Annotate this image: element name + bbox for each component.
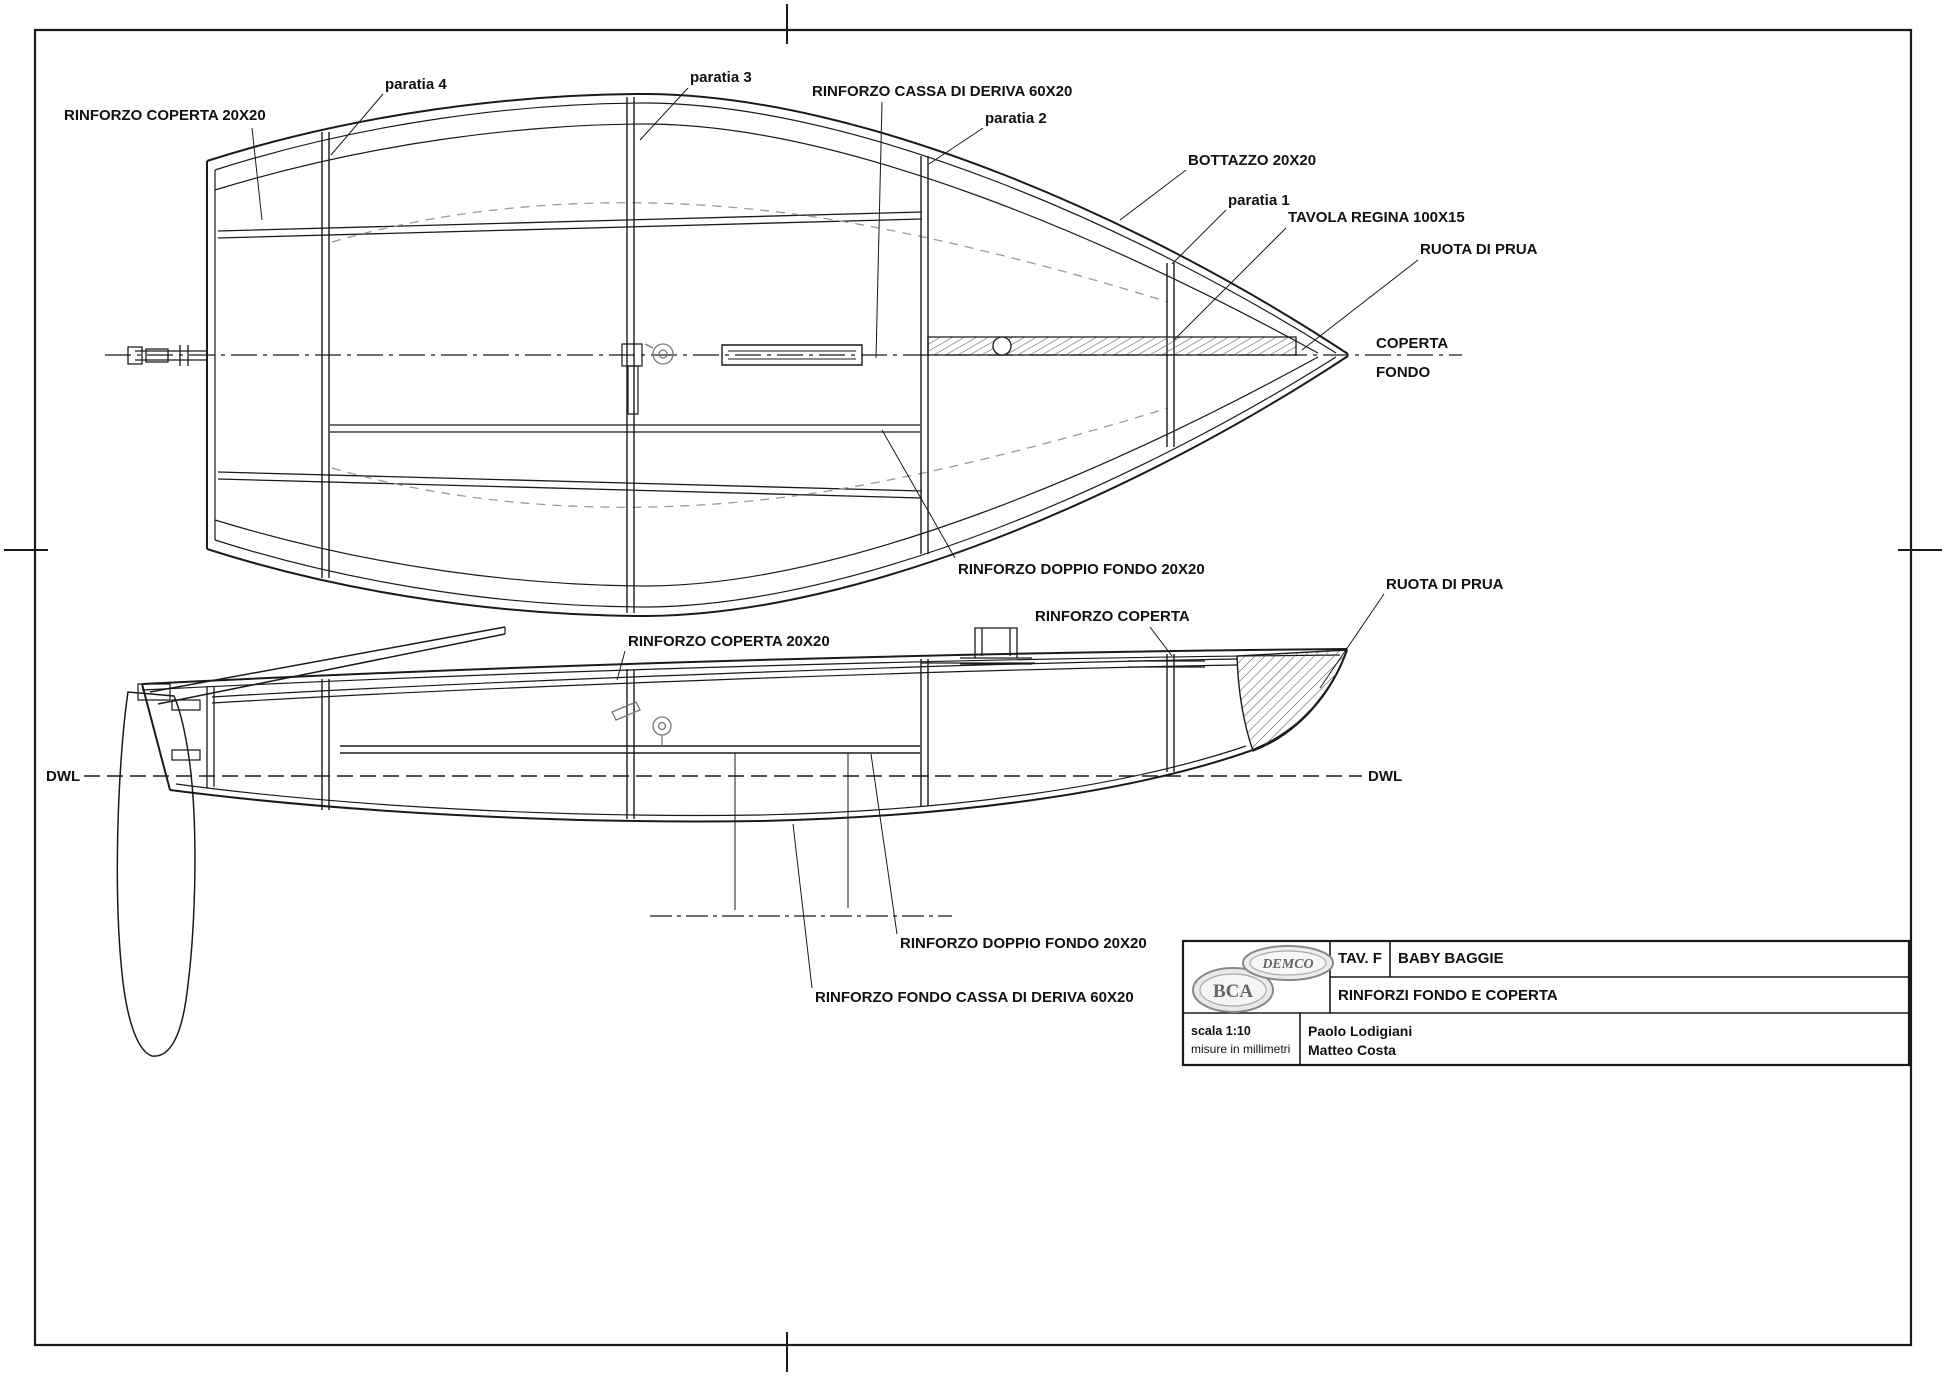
label-rinforzo-coperta-plan: RINFORZO COPERTA 20X20	[64, 107, 266, 124]
tiller	[150, 627, 505, 692]
leader-line	[929, 128, 983, 164]
profile-leader-lines	[617, 594, 1384, 988]
label-rinforzo-coperta-20x20-profile: RINFORZO COPERTA 20X20	[628, 633, 830, 650]
sheet-title: RINFORZI FONDO E COPERTA	[1338, 987, 1558, 1004]
king-plank	[928, 337, 1296, 355]
leader-line	[882, 430, 955, 558]
profile-double-bottom	[340, 746, 920, 753]
bca-logo-text: BCA	[1213, 981, 1253, 1002]
leader-line	[1302, 260, 1418, 350]
mast-partner-block	[960, 628, 1032, 664]
label-ruota-di-prua-plan: RUOTA DI PRUA	[1420, 241, 1538, 258]
plan-labels: RINFORZO COPERTA 20X20 paratia 4 paratia…	[64, 69, 1538, 578]
scale-note: scala 1:10	[1191, 1024, 1251, 1038]
leader-line	[1172, 210, 1226, 264]
label-rinforzo-doppio-fondo-profile: RINFORZO DOPPIO FONDO 20X20	[900, 935, 1147, 952]
label-bottazzo: BOTTAZZO 20X20	[1188, 152, 1316, 169]
label-rinforzo-coperta-profile: RINFORZO COPERTA	[1035, 608, 1190, 625]
label-paratia-1: paratia 1	[1228, 192, 1290, 209]
label-paratia-2: paratia 2	[985, 110, 1047, 127]
leader-line	[793, 824, 812, 988]
king-plank-hole	[993, 337, 1011, 355]
label-ruota-di-prua-profile: RUOTA DI PRUA	[1386, 576, 1504, 593]
bca-logo: BCA	[1193, 968, 1273, 1012]
plan-hull-outline	[207, 94, 1348, 616]
plan-centerboard-case	[722, 345, 862, 365]
profile-deck-stringer	[212, 659, 1237, 703]
label-coperta: COPERTA	[1376, 335, 1448, 352]
tiller	[158, 634, 505, 704]
profile-deck-hardware	[612, 702, 671, 746]
sheet-frame	[4, 4, 1942, 1372]
author-2: Matteo Costa	[1308, 1042, 1396, 1058]
label-paratia-4: paratia 4	[385, 76, 447, 93]
profile-deck-doublers	[921, 661, 1205, 667]
label-rinforzo-doppio-fondo-plan: RINFORZO DOPPIO FONDO 20X20	[958, 561, 1205, 578]
profile-bulkheads	[322, 654, 1174, 819]
leader-line	[1120, 170, 1186, 220]
plan-mast-step	[622, 344, 642, 414]
plan-stringers	[218, 212, 922, 498]
profile-labels: RUOTA DI PRUA RINFORZO COPERTA RINFORZO …	[46, 576, 1504, 1006]
units-note: misure in millimetri	[1191, 1042, 1290, 1056]
leader-line	[1174, 228, 1286, 340]
label-paratia-3: paratia 3	[690, 69, 752, 86]
leader-line	[876, 102, 882, 358]
leader-line	[1150, 627, 1172, 656]
label-rinforzo-cassa-deriva: RINFORZO CASSA DI DERIVA 60X20	[812, 83, 1072, 100]
leader-line	[1320, 594, 1384, 688]
title-block: BCA DEMCO TAV. F BABY BAGGIE RINFORZI FO…	[1183, 941, 1909, 1065]
project-name: BABY BAGGIE	[1398, 950, 1504, 967]
demco-logo: DEMCO	[1243, 946, 1333, 980]
profile-case-slot-lines	[735, 753, 848, 910]
plan-stern-gear	[128, 345, 207, 366]
label-fondo: FONDO	[1376, 364, 1430, 381]
label-dwl-right: DWL	[1368, 768, 1402, 785]
leader-line	[617, 651, 625, 680]
stem-piece-hatched	[1237, 650, 1347, 751]
leader-line	[331, 94, 383, 155]
rudder-assembly	[117, 627, 505, 1056]
title-block-border	[1183, 941, 1909, 1065]
border-rect	[35, 30, 1911, 1345]
sheet-number: TAV. F	[1338, 950, 1382, 967]
label-rinforzo-fondo-cassa: RINFORZO FONDO CASSA DI DERIVA 60X20	[815, 989, 1134, 1006]
profile-view: RUOTA DI PRUA RINFORZO COPERTA RINFORZO …	[46, 576, 1504, 1056]
label-tavola-regina: TAVOLA REGINA 100X15	[1288, 209, 1465, 226]
plan-leader-lines	[252, 88, 1418, 558]
leader-line	[252, 128, 262, 220]
leader-line	[640, 88, 688, 140]
demco-logo-text: DEMCO	[1261, 957, 1313, 972]
profile-hull-outline	[142, 649, 1347, 821]
plan-view: RINFORZO COPERTA 20X20 paratia 4 paratia…	[64, 69, 1538, 616]
plan-block-fitting	[645, 344, 673, 364]
leader-line	[871, 754, 897, 934]
author-1: Paolo Lodigiani	[1308, 1023, 1412, 1039]
label-dwl-left: DWL	[46, 768, 80, 785]
